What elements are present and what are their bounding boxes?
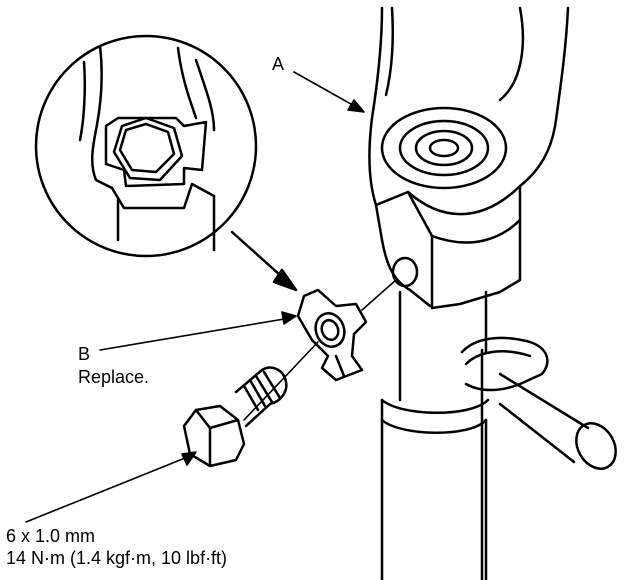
bolt-spec-leader (25, 451, 197, 523)
callout-b-note: Replace. (78, 367, 150, 387)
knuckle-body (368, 6, 570, 310)
detail-arrow (230, 230, 298, 292)
assembly-centerline (243, 279, 397, 421)
bolt-hole (391, 256, 419, 288)
clamp-pin (460, 336, 617, 580)
callout-b-label: B (78, 344, 91, 364)
callout-a-leader (293, 71, 365, 113)
bolt-torque-spec: 14 N·m (1.4 kgf·m, 10 lbf·ft) (6, 548, 228, 568)
hub-boss (380, 106, 508, 190)
callout-b-leader (99, 311, 297, 351)
bolt-size-spec: 6 x 1.0 mm (6, 526, 96, 546)
callout-a-label: A (272, 54, 285, 74)
detail-magnifier (34, 34, 258, 258)
hex-bolt (182, 366, 288, 468)
lower-shaft (380, 290, 490, 580)
tab-washer (296, 288, 368, 382)
